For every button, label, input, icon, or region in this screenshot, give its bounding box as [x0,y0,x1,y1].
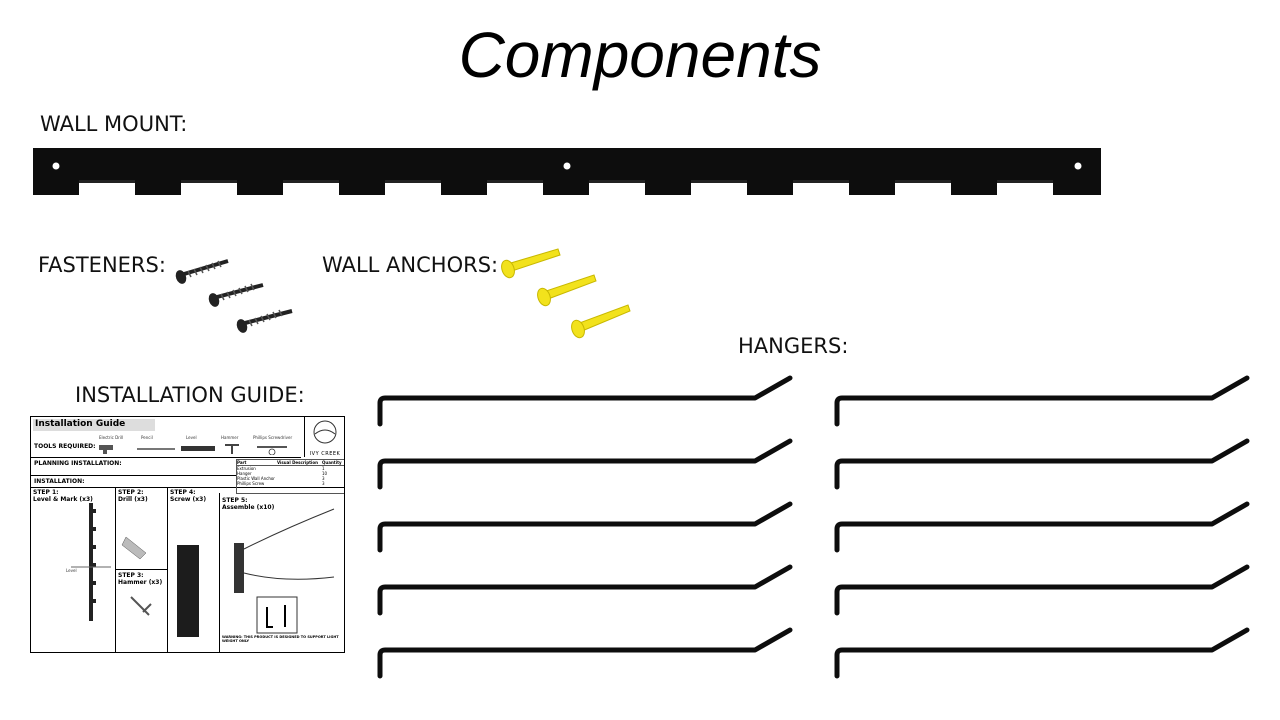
mount-slot-tab [543,180,589,195]
tools-icons [99,444,287,455]
wall-anchors-label: WALL ANCHORS: [322,253,499,277]
guide-heading: Installation Guide [33,419,155,431]
tool-label: Pencil [141,435,153,440]
brand-name: IVY CREEK [309,451,341,457]
step-title: STEP 3: [118,572,144,579]
table-header: Part [237,460,247,465]
wall-anchor-icon [537,274,597,307]
page-title: Components [458,19,822,91]
installation-label: INSTALLATION: [34,478,85,485]
hangers [377,375,1250,679]
table-cell: Plastic Wall Anchor [237,476,275,481]
mount-slot-tab [849,180,895,195]
hanger-rod [377,501,793,553]
step-subtitle: Drill (x3) [118,496,148,503]
hanger-rod [834,564,1250,616]
hanger-rod [377,564,793,616]
tool-label: Hammer [221,435,239,440]
step-title: STEP 4: [170,489,196,496]
mount-slot-tab [747,180,793,195]
hanger-rod [834,627,1250,679]
screw-icon [236,309,293,333]
tool-label: Electric Drill [99,435,124,440]
warning-text: WARNING: THIS PRODUCT IS DESIGNED TO SUP… [222,635,339,643]
step-subtitle: Hammer (x3) [118,579,163,586]
wall-anchors [501,248,631,339]
step-subtitle: Assemble (x10) [222,504,275,511]
hanger-rod [834,438,1250,490]
mount-slot-tab [135,180,181,195]
table-cell: Extrusion [237,466,256,471]
table-cell: 1 [322,466,325,471]
table-cell: 3 [322,481,325,486]
hangers-label: HANGERS: [738,334,849,358]
mount-slot-tab [951,180,997,195]
hanger-rod [834,375,1250,427]
parts-table: Part Visual Description Quantity Extrusi… [236,459,344,494]
guide-illustrations [71,503,335,637]
installation-guide-label: INSTALLATION GUIDE: [75,383,305,407]
fasteners-screws [175,259,293,333]
step-title: STEP 2: [118,489,144,496]
table-cell: Hanger [237,471,252,476]
table-header: Quantity [322,460,342,465]
mount-slot-tab [441,180,487,195]
planning-label: PLANNING INSTALLATION: [34,460,122,467]
mount-slot-tab [339,180,385,195]
installation-guide-sheet: Installation Guide TOOLS REQUIRED: Elect… [30,416,345,653]
table-header: Visual Description [277,460,318,465]
table-cell: 3 [322,476,325,481]
tool-label: Phillips Screwdriver [253,435,293,440]
step-title: STEP 5: [222,497,248,504]
table-cell: 10 [322,471,328,476]
mount-slot-tab [645,180,691,195]
mount-slot-tab [1080,180,1101,195]
screw-icon [175,259,229,284]
hanger-rod [377,375,793,427]
hanger-rod [377,627,793,679]
wall-mount-extrusion [33,148,1101,195]
wall-anchor-icon [571,304,631,339]
level-label: Level [66,568,77,573]
brand-logo: IVY CREEK [304,417,344,457]
fasteners-label: FASTENERS: [38,253,166,277]
mount-slot-tab [33,180,79,195]
screw-icon [208,283,264,307]
step-subtitle: Level & Mark (x3) [33,496,93,503]
tools-required-label: TOOLS REQUIRED: [34,443,96,450]
table-cell: Phillips Screw [237,481,265,486]
mount-slot-tab [237,180,283,195]
hanger-rod [377,438,793,490]
tool-label: Level [186,435,197,440]
wall-mount-label: WALL MOUNT: [40,112,188,136]
wall-anchor-icon [501,248,561,279]
step-title: STEP 1: [33,489,59,496]
hanger-rod [834,501,1250,553]
step-subtitle: Screw (x3) [170,496,207,503]
